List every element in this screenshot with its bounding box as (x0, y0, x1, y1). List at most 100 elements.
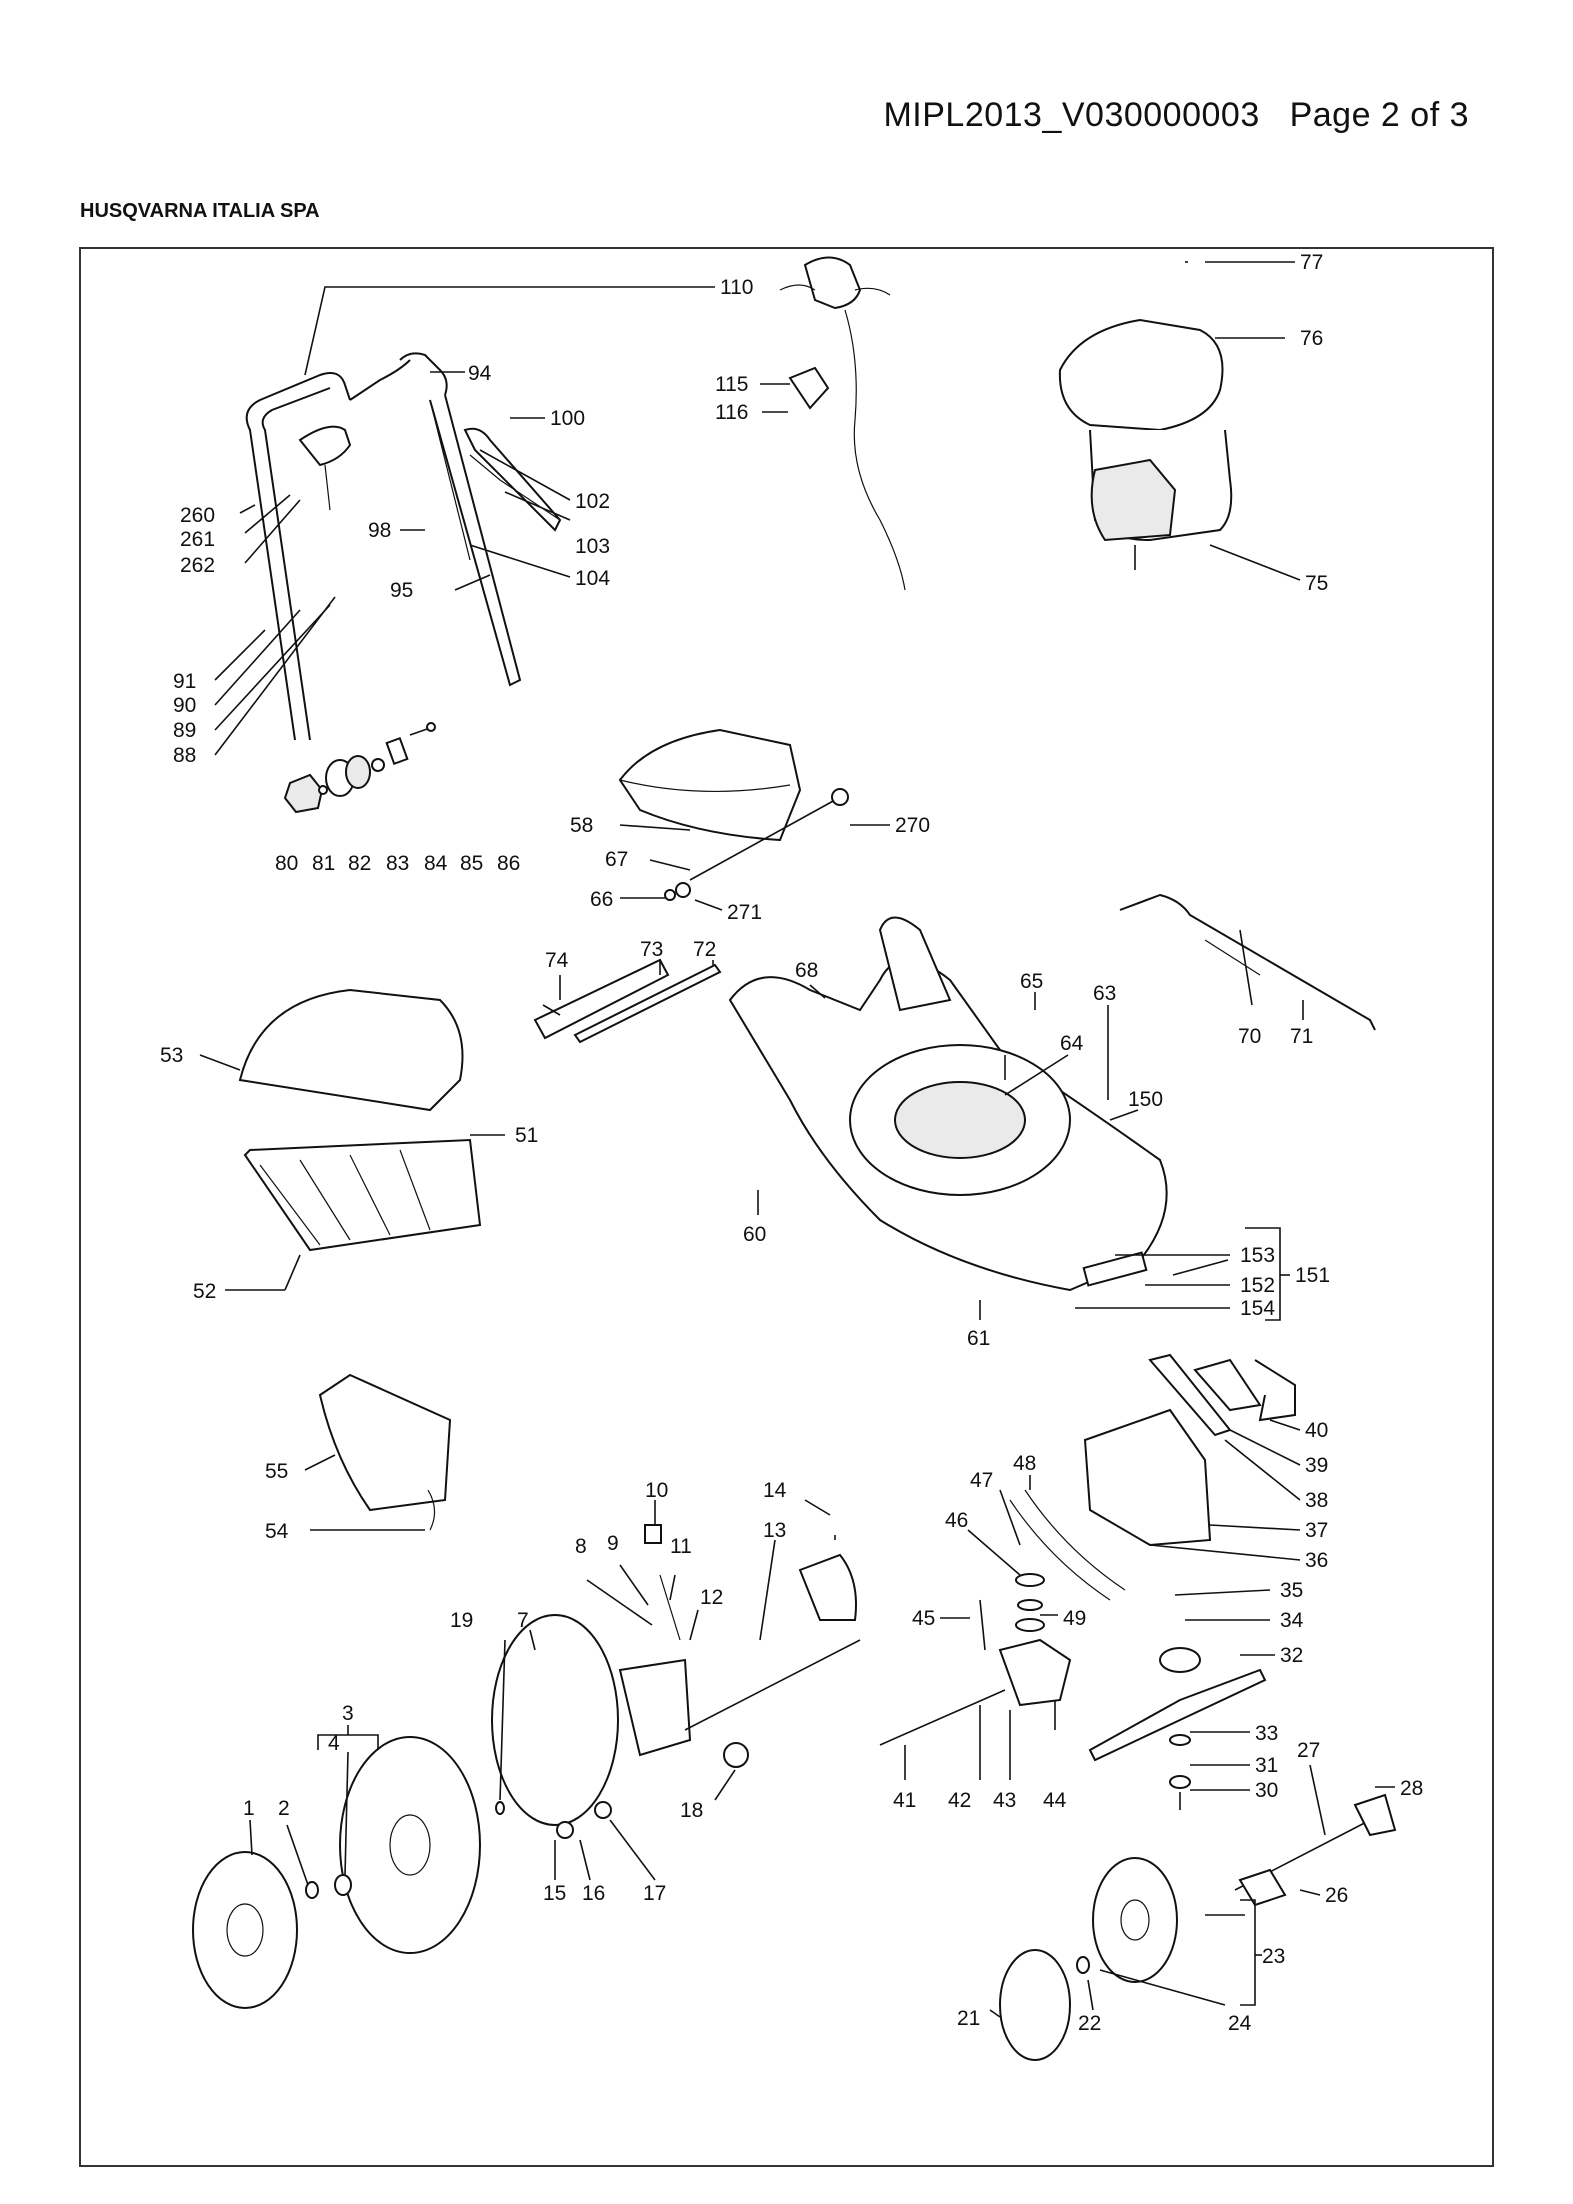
callout-21: 21 (957, 2007, 980, 2030)
callout-23: 23 (1262, 1945, 1285, 1968)
callout-35: 35 (1280, 1579, 1303, 1602)
callout-153: 153 (1240, 1244, 1275, 1267)
callout-271: 271 (727, 901, 762, 924)
callout-102: 102 (575, 490, 610, 513)
callout-65: 65 (1020, 970, 1043, 993)
grass-catcher (238, 988, 482, 1252)
callout-45: 45 (912, 1607, 935, 1630)
callout-115: 115 (715, 373, 748, 396)
callout-73: 73 (640, 938, 663, 961)
callout-152: 152 (1240, 1274, 1275, 1297)
callout-46: 46 (945, 1509, 968, 1532)
callout-13: 13 (763, 1519, 786, 1542)
callout-37: 37 (1305, 1519, 1328, 1542)
callout-261: 261 (180, 528, 215, 551)
callout-68: 68 (795, 959, 818, 982)
callout-104: 104 (575, 567, 610, 590)
callout-103: 103 (575, 535, 610, 558)
callout-81: 81 (312, 852, 335, 875)
belt-guard (1083, 1353, 1296, 1547)
rear-right-wheel (999, 1857, 1178, 2061)
callout-63: 63 (1093, 982, 1116, 1005)
callout-75: 75 (1305, 572, 1328, 595)
callout-74: 74 (545, 949, 569, 972)
callout-31: 31 (1255, 1754, 1278, 1777)
callout-83: 83 (386, 852, 409, 875)
company-name: HUSQVARNA ITALIA SPA (80, 200, 320, 222)
callout-33: 33 (1255, 1722, 1278, 1745)
callout-9: 9 (607, 1532, 619, 1555)
callout-11: 11 (670, 1535, 692, 1558)
callout-32: 32 (1280, 1644, 1303, 1667)
callout-49: 49 (1063, 1607, 1086, 1630)
callout-88: 88 (173, 744, 196, 767)
callout-4: 4 (328, 1732, 340, 1755)
callout-94: 94 (468, 362, 492, 385)
drive-assembly (491, 1524, 861, 1839)
callout-86: 86 (497, 852, 520, 875)
handle-assembly (245, 352, 562, 814)
callout-41: 41 (893, 1789, 916, 1812)
mower-deck (728, 916, 1229, 1292)
callout-64: 64 (1060, 1032, 1084, 1055)
callout-110: 110 (720, 276, 753, 299)
callout-60: 60 (743, 1223, 766, 1246)
callout-89: 89 (173, 719, 196, 742)
rear-axle (1234, 1793, 1397, 1907)
callout-16: 16 (582, 1882, 605, 1905)
callout-52: 52 (193, 1280, 216, 1303)
callout-260: 260 (180, 504, 215, 527)
rear-flap-strips (533, 958, 722, 1044)
callout-39: 39 (1305, 1454, 1328, 1477)
callout-40: 40 (1305, 1419, 1328, 1442)
callout-98: 98 (368, 519, 391, 542)
callout-2: 2 (278, 1797, 290, 1820)
callout-55: 55 (265, 1460, 288, 1483)
gearbox (879, 1489, 1126, 1780)
callout-76: 76 (1300, 327, 1323, 350)
callout-80: 80 (275, 852, 298, 875)
callout-262: 262 (180, 554, 215, 577)
callout-77: 77 (1300, 251, 1323, 274)
blade-assembly (1088, 1647, 1267, 1810)
callout-95: 95 (390, 579, 413, 602)
callout-labels: 110 77 76 94 100 102 103 104 98 95 115 1… (160, 251, 1423, 2035)
callout-70: 70 (1238, 1025, 1261, 1048)
callout-51: 51 (515, 1124, 538, 1147)
callout-72: 72 (693, 938, 716, 961)
callout-150: 150 (1128, 1088, 1163, 1111)
engine (1058, 261, 1233, 570)
callout-66: 66 (590, 888, 613, 911)
callout-61: 61 (967, 1327, 990, 1350)
callout-43: 43 (993, 1789, 1016, 1812)
callout-27: 27 (1297, 1739, 1320, 1762)
callout-18: 18 (680, 1799, 703, 1822)
callout-44: 44 (1043, 1789, 1067, 1812)
callout-48: 48 (1013, 1452, 1036, 1475)
callout-12: 12 (700, 1586, 723, 1609)
callout-67: 67 (605, 848, 628, 871)
callout-100: 100 (550, 407, 585, 430)
callout-34: 34 (1280, 1609, 1304, 1632)
rear-cover (618, 728, 849, 901)
callout-53: 53 (160, 1044, 183, 1067)
callout-10: 10 (645, 1479, 668, 1502)
callout-151: 151 (1295, 1264, 1330, 1287)
callout-84: 84 (424, 852, 448, 875)
callout-15: 15 (543, 1882, 566, 1905)
callout-24: 24 (1228, 2012, 1252, 2035)
front-left-wheel (192, 1736, 481, 2009)
callout-42: 42 (948, 1789, 971, 1812)
callout-8: 8 (575, 1535, 587, 1558)
callout-82: 82 (348, 852, 371, 875)
callout-1: 1 (243, 1797, 255, 1820)
callout-116: 116 (715, 401, 748, 424)
callout-3: 3 (342, 1702, 354, 1725)
document-id: MIPL2013_V030000003 (883, 96, 1260, 134)
callout-58: 58 (570, 814, 593, 837)
callout-28: 28 (1400, 1777, 1423, 1800)
mulch-plug (318, 1373, 452, 1531)
callout-91: 91 (173, 670, 196, 693)
callout-30: 30 (1255, 1779, 1278, 1802)
